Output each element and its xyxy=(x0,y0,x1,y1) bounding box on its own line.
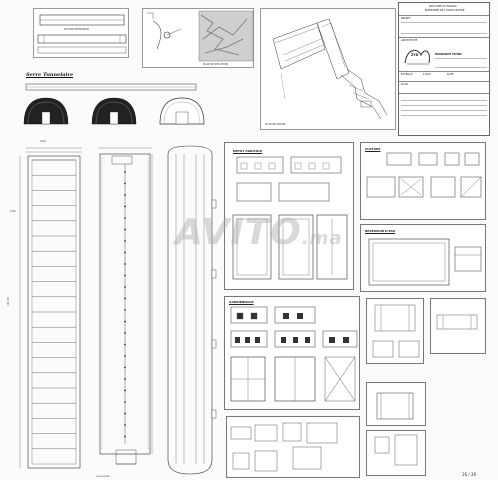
fence-svg xyxy=(366,152,482,198)
tunnel-bay-dim: 5.00 xyxy=(10,210,16,213)
title-block: ROYAUME DU MAROC MINISTERE DE L'AGRICULT… xyxy=(398,2,490,136)
location-plan: PLAN DE SITUATION xyxy=(142,8,254,68)
elevation-svg xyxy=(37,14,127,54)
location-plan-title: PLAN DE SITUATION xyxy=(203,63,228,66)
detail-panel-2 xyxy=(430,298,486,354)
tb-address-lines xyxy=(435,58,487,68)
detail-panel-3-svg xyxy=(376,392,414,420)
detail-panel-4-svg xyxy=(374,434,418,466)
post-marker xyxy=(124,412,126,415)
page-number: 16 / 26 xyxy=(462,472,477,477)
post-marker xyxy=(124,251,126,254)
site-plan-title: PLAN DE MASSE xyxy=(265,123,286,126)
elevation-drawing: FACADE PRINCIPALE xyxy=(33,8,129,58)
tunnel-plan-1 xyxy=(14,144,84,474)
section-heading: Serre Tunnelaire xyxy=(26,72,74,78)
tb-project-label: PROJET xyxy=(401,17,411,20)
post-marker xyxy=(124,309,126,311)
post-marker xyxy=(124,171,126,173)
tunnel-plan-2-svg xyxy=(98,147,153,465)
post-marker xyxy=(124,263,126,265)
guardhouse-title: GARDIENNAGE xyxy=(229,300,254,304)
water-tank-title: RESERVOIR D'EAU xyxy=(365,229,396,233)
tunnel-long-elevation xyxy=(25,83,197,91)
post-marker xyxy=(124,343,126,346)
tunnel-plan-title: VUE EN PLAN xyxy=(96,476,110,478)
arch-elevation-3 xyxy=(159,97,205,125)
post-marker xyxy=(124,194,126,196)
post-marker xyxy=(124,320,126,323)
detail-panel-1-svg xyxy=(372,304,420,358)
post-marker xyxy=(124,217,126,219)
post-marker xyxy=(124,435,126,438)
post-marker xyxy=(124,182,126,185)
water-tank-svg xyxy=(368,238,482,286)
tunnel-bays-1 xyxy=(31,159,77,465)
tb-line1: ROYAUME DU MAROC xyxy=(429,5,457,8)
tunnel-plan-2 xyxy=(86,144,156,474)
post-marker xyxy=(124,274,126,277)
tb-project-lines xyxy=(401,22,487,34)
tb-notes xyxy=(401,97,487,127)
post-marker xyxy=(124,389,126,392)
location-plan-svg xyxy=(147,10,254,62)
post-marker xyxy=(124,366,126,369)
detail-panel-2-svg xyxy=(436,314,478,330)
guardhouse-svg xyxy=(230,306,358,402)
post-marker xyxy=(124,297,126,300)
tb-scale-label: ECHELLE xyxy=(401,73,413,76)
tunnel-plan-3 xyxy=(162,144,222,476)
fence-title: CLOTURE xyxy=(365,147,381,151)
post-marker xyxy=(124,424,126,426)
post-marker xyxy=(124,228,126,231)
logo-text: ZYD xyxy=(411,53,419,57)
tb-architect-name: BOUBAKER TAHIRI xyxy=(435,53,462,56)
agricultural-depot-panel: DEPOT AGRICOLE xyxy=(224,142,354,290)
elevation-title: FACADE PRINCIPALE xyxy=(64,28,89,31)
post-marker xyxy=(124,205,126,208)
detail-panel-4 xyxy=(366,430,426,476)
tb-scale-value: 1/100 xyxy=(423,73,431,76)
site-plan: PLAN DE MASSE xyxy=(260,8,396,130)
tunnel-length-dim: 110.00 xyxy=(6,297,10,306)
agricultural-depot-svg xyxy=(232,156,348,280)
tb-architect-label: ARCHITECTE xyxy=(401,39,418,42)
tunnel-3-vents xyxy=(211,199,217,419)
tunnel-plan-3-svg xyxy=(167,145,217,475)
site-plan-svg xyxy=(272,18,388,120)
tb-line2: MINISTERE DE L'AGRICULTURE xyxy=(425,9,465,12)
post-marker xyxy=(124,378,126,380)
tunnel-width-dim: 9.60 xyxy=(40,140,46,143)
tunnel-plan-1-svg xyxy=(19,147,82,469)
guardhouse-panel: GARDIENNAGE xyxy=(224,296,360,410)
tb-plan-label: PLAN xyxy=(401,83,408,86)
post-marker xyxy=(124,240,126,242)
arch-elevation-1 xyxy=(23,97,69,125)
detail-panel-bottom xyxy=(226,416,360,478)
arch-elevation-2 xyxy=(91,97,137,125)
fence-panel: CLOTURE xyxy=(360,142,486,220)
post-marker xyxy=(124,286,126,288)
water-tank-panel: RESERVOIR D'EAU xyxy=(360,224,486,292)
detail-panel-bottom-svg xyxy=(230,422,338,472)
tb-date-label: DATE xyxy=(447,73,454,76)
zyd-logo: ZYD xyxy=(403,45,433,67)
post-marker xyxy=(124,332,126,334)
agricultural-depot-title: DEPOT AGRICOLE xyxy=(233,149,263,153)
post-marker xyxy=(124,355,126,357)
detail-panel-1 xyxy=(366,298,424,364)
post-marker xyxy=(124,401,126,403)
detail-panel-3 xyxy=(366,382,426,426)
